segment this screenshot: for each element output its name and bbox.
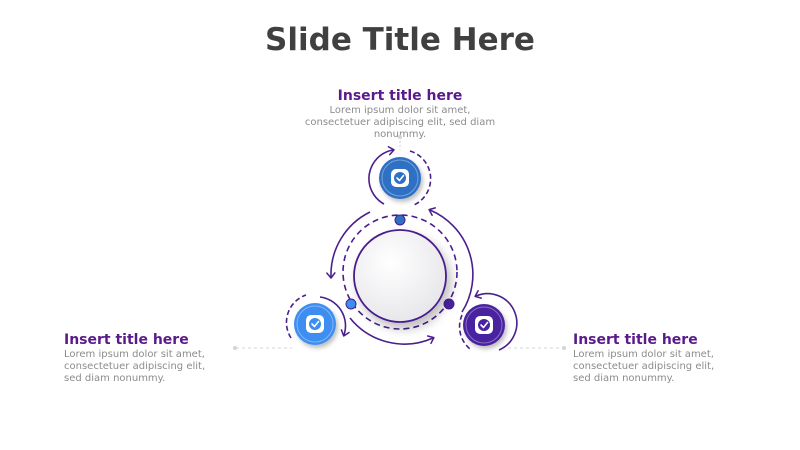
ring-dot-left: [345, 298, 357, 310]
left-node: [285, 294, 350, 345]
top-item-description: Lorem ipsum dolor sit amet, consectetuer…: [304, 105, 496, 140]
check-icon: [306, 315, 324, 333]
right-item-title: Insert title here: [573, 332, 698, 348]
outer-cycle-arcs: [326, 207, 474, 345]
top-node: [368, 145, 432, 206]
ring-dot-right: [443, 298, 455, 310]
inner-dashed-ring: [342, 214, 458, 330]
left-item-description: Lorem ipsum dolor sit amet, consectetuer…: [64, 349, 206, 384]
ring-dot-top: [394, 214, 406, 226]
slide-title: Slide Title Here: [265, 22, 535, 58]
top-item-title: Insert title here: [337, 88, 463, 104]
center-circle: [353, 229, 447, 323]
check-icon: [391, 169, 409, 187]
connector-lines: [233, 135, 566, 350]
right-item-description: Lorem ipsum dolor sit amet, consectetuer…: [573, 349, 715, 384]
left-item-title: Insert title here: [64, 332, 189, 348]
right-node: [458, 290, 518, 351]
check-icon: [475, 316, 493, 334]
